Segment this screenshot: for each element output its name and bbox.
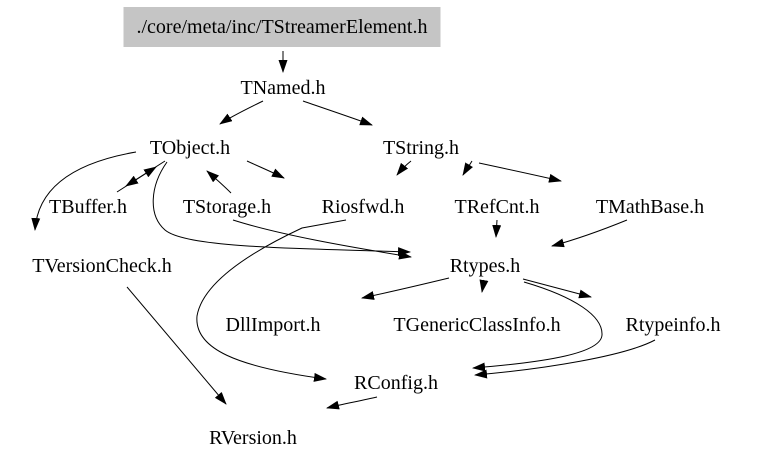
graph-node-tversioncheck[interactable]: TVersionCheck.h (32, 255, 172, 277)
edge-tstorage-to-rtypes (232, 219, 412, 260)
graph-node-tstreamerelement: ./core/meta/inc/TStreamerElement.h (123, 7, 441, 47)
graph-node-tnamed[interactable]: TNamed.h (240, 77, 326, 99)
edge-tobject-to-rtypes (152, 161, 411, 257)
graph-node-rversion[interactable]: RVersion.h (209, 427, 297, 449)
graph-node-rconfig[interactable]: RConfig.h (354, 372, 438, 394)
graph-node-rtypeinfo[interactable]: Rtypeinfo.h (625, 314, 721, 336)
edge-riosfwd-to-rconfig (196, 219, 347, 382)
edge-tstorage-to-tobject (206, 170, 232, 194)
edge-rtypeinfo-to-rconfig (474, 339, 656, 379)
edge-rtypes-to-tgenericclassinfo (479, 279, 489, 293)
edge-rtypes-to-rconfig (472, 281, 603, 372)
edge-rconfig-to-rversion (326, 396, 378, 410)
edge-trefcnt-to-rtypes (492, 219, 502, 238)
edge-tobject-to-riosfwd (246, 160, 285, 179)
edges (31, 50, 656, 410)
graph-node-tmathbase[interactable]: TMathBase.h (595, 196, 705, 218)
graph-node-trefcnt[interactable]: TRefCnt.h (454, 196, 540, 218)
edge-tversioncheck-to-rversion (126, 286, 227, 405)
edge-tbuffer-to-tobject (116, 166, 157, 193)
edge-tobject-to-tversioncheck (31, 151, 137, 231)
edge-rtypes-to-rtypeinfo (522, 278, 592, 299)
graph-node-tbuffer[interactable]: TBuffer.h (49, 196, 127, 218)
graph-node-riosfwd[interactable]: Riosfwd.h (321, 196, 405, 218)
graph-node-tstorage[interactable]: TStorage.h (182, 196, 272, 218)
graph-node-tstring[interactable]: TString.h (382, 137, 460, 159)
edge-tmathbase-to-rtypes (551, 219, 628, 248)
graph-node-rtypes[interactable]: Rtypes.h (449, 255, 521, 277)
edge-tstring-to-riosfwd (396, 160, 412, 176)
graph-node-tgenericclassinfo[interactable]: TGenericClassInfo.h (393, 314, 561, 336)
edge-rtypes-to-dllimport (361, 277, 450, 300)
edge-tnamed-to-tstring (302, 100, 373, 126)
graph-node-tobject[interactable]: TObject.h (149, 137, 231, 159)
edge-tnamed-to-tobject (219, 100, 264, 125)
edge-tstring-to-tmathbase (478, 162, 562, 183)
graph-node-dllimport[interactable]: DllImport.h (225, 314, 321, 336)
edge-tstring-to-trefcnt (462, 160, 474, 176)
